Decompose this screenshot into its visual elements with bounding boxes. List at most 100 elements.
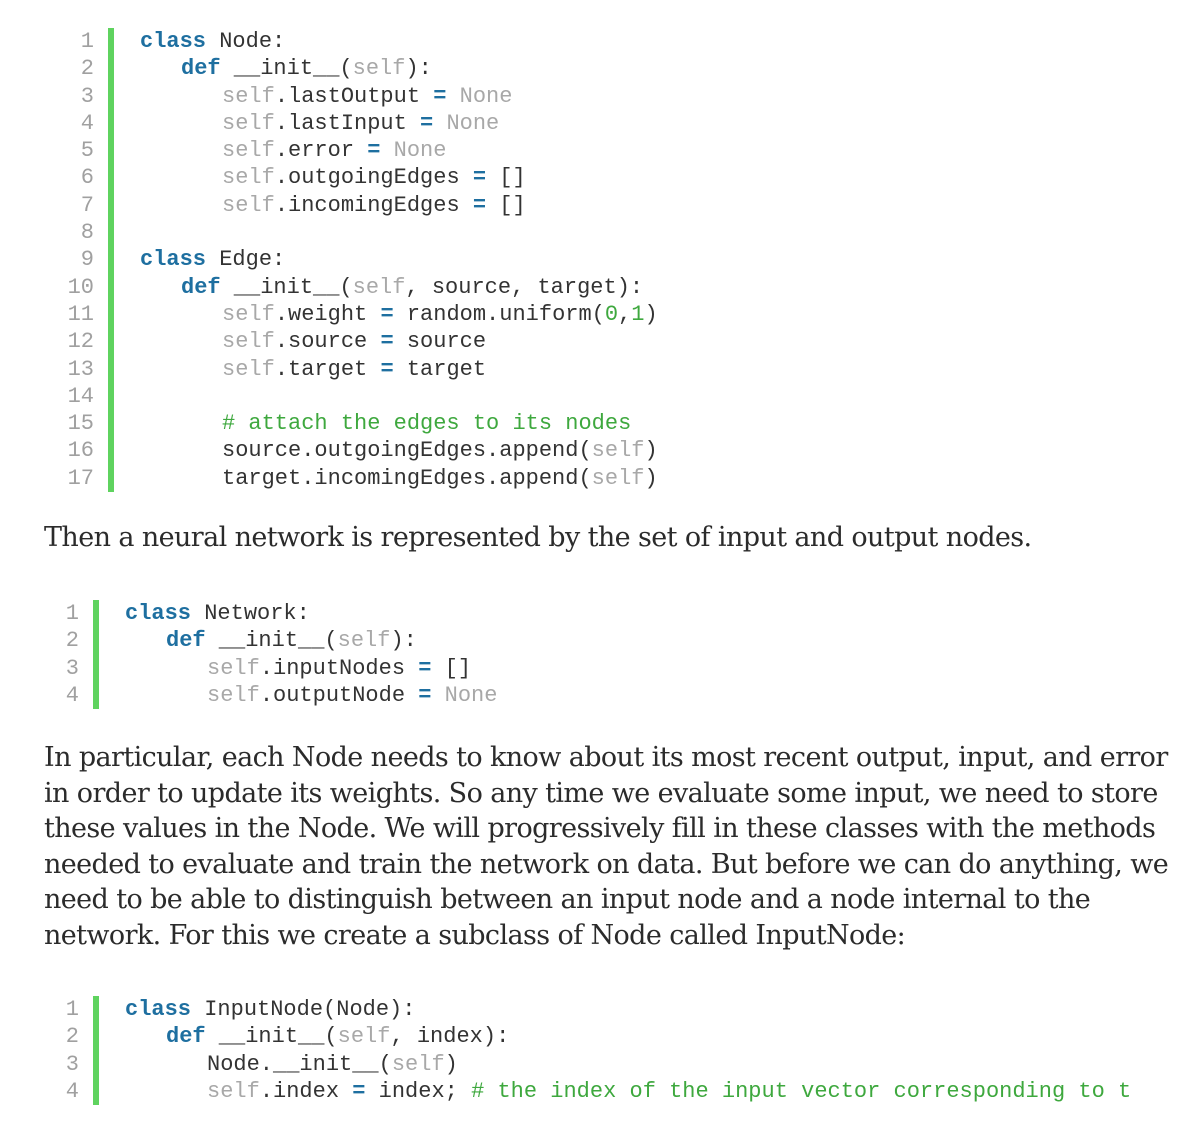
code-token: ) xyxy=(644,438,658,464)
line-number: 1 xyxy=(80,29,94,54)
line-number: 6 xyxy=(80,165,94,191)
gutter-bar xyxy=(108,109,114,138)
code-block-input-node: 1 class InputNode(Node): 2 def __init__(sel… xyxy=(25,996,1160,1106)
code-line: 1 class Node: xyxy=(40,28,1180,56)
gutter-bar xyxy=(93,996,99,1024)
line-number: 2 xyxy=(65,1024,79,1050)
code-text: class InputNode(Node): xyxy=(125,996,415,1023)
line-number: 4 xyxy=(65,682,79,708)
code-line: 2 def __init__(self): xyxy=(25,627,1180,655)
gutter-bar xyxy=(93,1077,99,1106)
gutter-bar xyxy=(108,219,114,247)
code-line: 2 def __init__(self, index): xyxy=(25,1023,1160,1051)
line-number: 17 xyxy=(67,465,94,491)
operator: = xyxy=(380,356,394,382)
keyword: def xyxy=(181,56,221,82)
gutter-bar xyxy=(108,246,114,274)
code-text: source.outgoingEdges.append(self) xyxy=(222,437,658,464)
code-text: self.lastInput = None xyxy=(222,110,499,137)
paragraph-line: these values in the Node. We will progre… xyxy=(44,813,1156,844)
code-text: self.target = target xyxy=(222,356,486,383)
constant: None xyxy=(444,682,498,708)
keyword: class xyxy=(125,997,192,1022)
gutter-bar xyxy=(93,681,99,710)
code-token: ) xyxy=(644,465,658,491)
code-line: 8 xyxy=(40,219,1180,247)
code-token: target.incomingEdges.append( xyxy=(222,465,592,491)
line-number: 1 xyxy=(65,601,79,626)
code-token: [] xyxy=(486,192,526,218)
self-token: self xyxy=(337,628,391,654)
gutter-bar xyxy=(108,355,114,383)
self-token: self xyxy=(222,138,275,164)
code-line: 1 class InputNode(Node): xyxy=(25,996,1160,1024)
self-token: self xyxy=(337,1024,391,1050)
gutter-bar xyxy=(108,464,114,493)
gutter-bar xyxy=(108,382,114,411)
code-token: .lastOutput xyxy=(274,83,434,109)
self-token: self xyxy=(222,165,275,191)
code-token: ) xyxy=(444,1051,458,1077)
code-text: self.weight = random.uniform(0,1) xyxy=(222,301,658,328)
line-number: 3 xyxy=(65,655,79,681)
code-line: 14 xyxy=(40,382,1180,411)
self-token: self xyxy=(391,1051,445,1077)
paragraph-network-intro: Then a neural network is represented by … xyxy=(44,522,1032,553)
operator: = xyxy=(418,655,432,681)
code-text: self.outputNode = None xyxy=(207,682,497,709)
keyword: class xyxy=(125,601,192,626)
line-number: 2 xyxy=(65,628,79,654)
code-text: def __init__(self, index): xyxy=(166,1023,509,1050)
constant: None xyxy=(459,83,513,109)
gutter-bar xyxy=(93,654,99,682)
code-token xyxy=(433,111,446,136)
gutter-bar xyxy=(108,410,114,438)
comment: # attach the edges to its nodes xyxy=(222,411,632,437)
code-token: __init__( xyxy=(220,56,353,82)
line-number: 9 xyxy=(80,247,94,273)
code-token: random.uniform( xyxy=(393,301,605,327)
code-token: , source, target): xyxy=(405,274,644,300)
code-token: .inputNodes xyxy=(259,655,419,681)
self-token: self xyxy=(222,192,275,218)
code-line: 3 self.inputNodes = [] xyxy=(25,654,1180,682)
operator: = xyxy=(472,165,487,191)
gutter-bar xyxy=(93,627,99,655)
line-number: 1 xyxy=(65,997,79,1022)
code-token: .weight xyxy=(274,301,381,327)
code-token: .outputNode xyxy=(259,682,419,708)
code-token: source.outgoingEdges.append( xyxy=(222,438,592,464)
line-number: 11 xyxy=(67,301,94,327)
code-text: # attach the edges to its nodes xyxy=(222,410,631,437)
paragraph-line: in order to update its weights. So any t… xyxy=(44,777,1158,809)
gutter-bar xyxy=(108,191,114,220)
self-token: self xyxy=(207,655,260,681)
code-text: self.incomingEdges = [] xyxy=(222,192,526,219)
code-token: .incomingEdges xyxy=(274,192,473,218)
code-token: ): xyxy=(390,628,417,654)
code-token: [] xyxy=(431,655,472,681)
keyword: def xyxy=(181,274,221,300)
code-text: class Node: xyxy=(140,28,285,55)
self-token: self xyxy=(222,329,275,355)
constant: None xyxy=(446,110,500,136)
constant: None xyxy=(393,138,447,164)
line-number: 4 xyxy=(65,1078,79,1104)
code-token: index; xyxy=(365,1078,472,1104)
code-token: InputNode(Node): xyxy=(191,997,416,1022)
number: 1 xyxy=(631,301,645,327)
self-token: self xyxy=(207,682,260,708)
code-text: def __init__(self): xyxy=(166,627,417,654)
code-token xyxy=(380,138,393,163)
paragraph-line: needed to evaluate and train the network… xyxy=(44,848,1169,880)
self-token: self xyxy=(352,274,406,300)
line-number: 16 xyxy=(67,438,94,464)
